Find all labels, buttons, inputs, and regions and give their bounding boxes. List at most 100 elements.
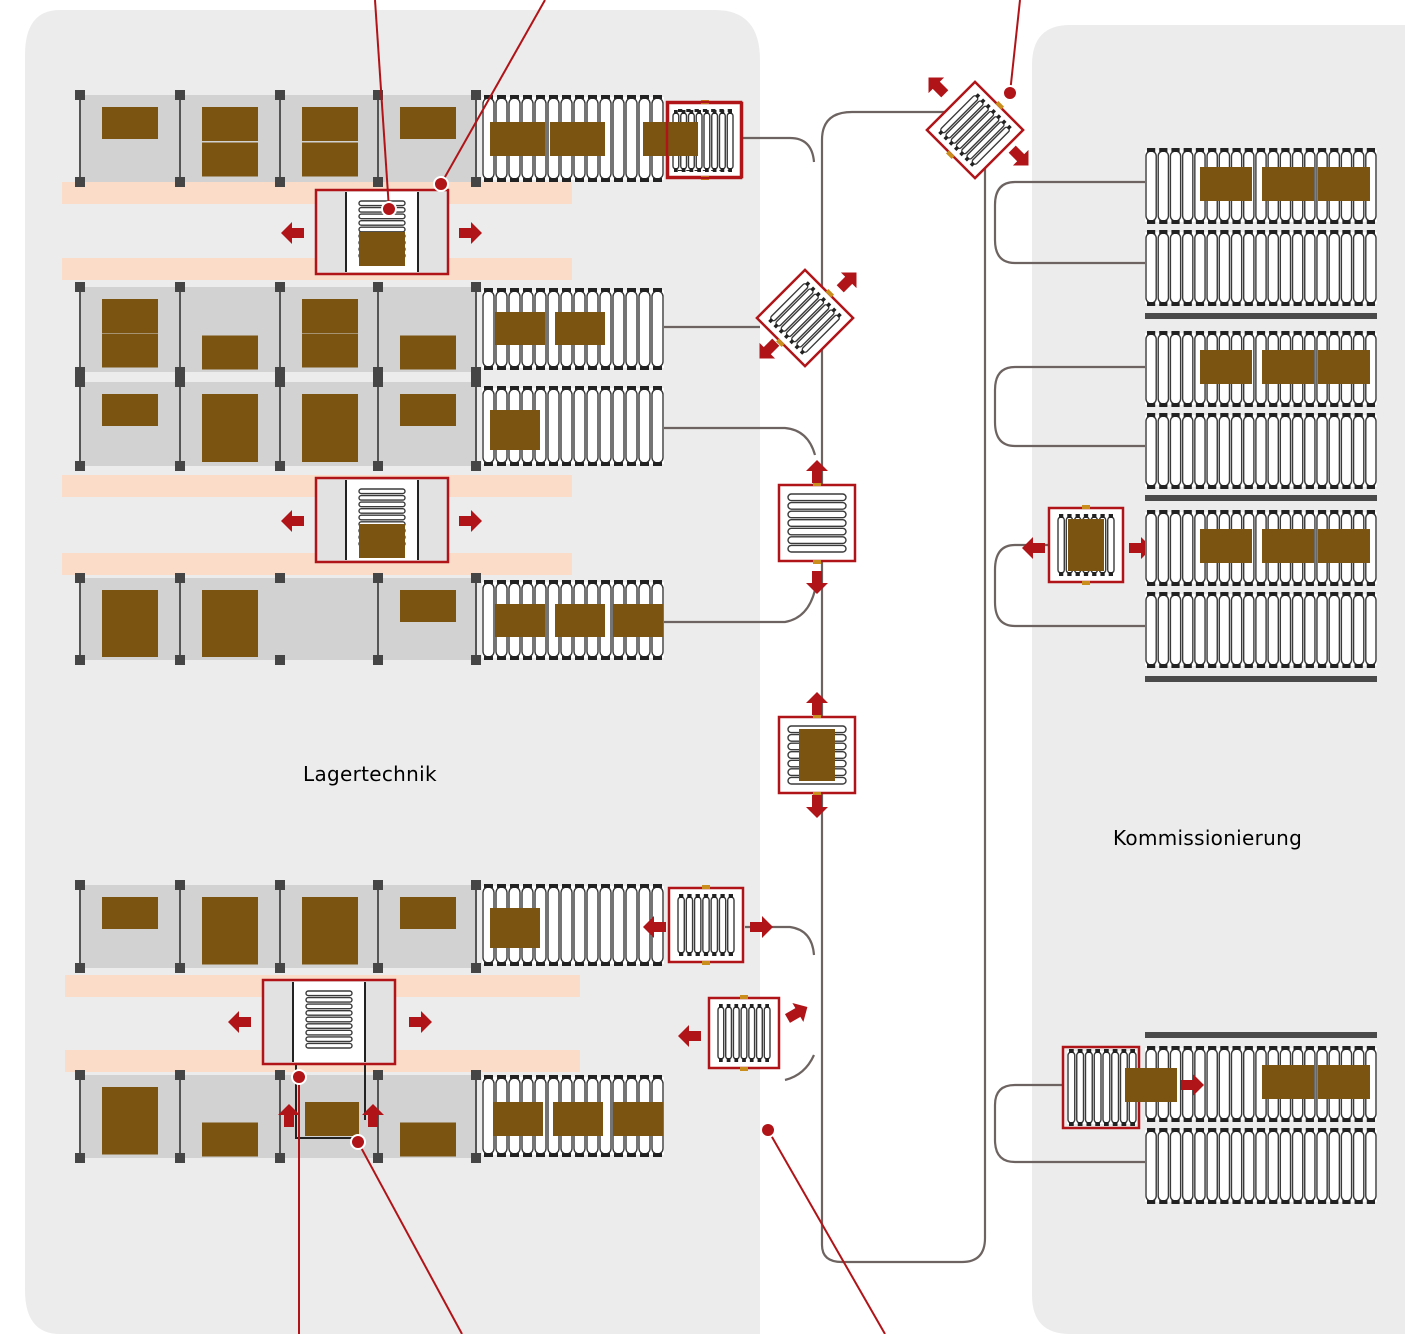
- roller-cap: [653, 178, 662, 182]
- roller-cap: [1183, 1118, 1192, 1122]
- roller-cap: [794, 344, 800, 350]
- roller-cap: [1171, 413, 1180, 417]
- roller-cap: [757, 1004, 762, 1008]
- roller-cap: [640, 580, 649, 584]
- pallet-box: [493, 1102, 543, 1136]
- roller-cap: [523, 580, 532, 584]
- roller: [1057, 516, 1065, 574]
- conveyor-track: [664, 426, 817, 456]
- pallet-box: [400, 394, 456, 426]
- roller: [1352, 232, 1365, 304]
- roller: [1157, 333, 1170, 405]
- roller: [1157, 1130, 1170, 1202]
- roller: [1206, 1130, 1218, 1202]
- roller-conveyor: [1145, 1128, 1377, 1204]
- roller: [1352, 594, 1365, 666]
- roller-cap: [627, 580, 636, 584]
- callout-dot-icon: [381, 201, 397, 217]
- roller-cap: [1317, 230, 1327, 234]
- roller: [1145, 512, 1157, 584]
- roller-cap: [1183, 1200, 1192, 1204]
- roller: [1145, 594, 1157, 666]
- roller-cap: [575, 178, 584, 182]
- rack-post: [75, 90, 85, 100]
- rack-post: [175, 90, 185, 100]
- roller-cap: [1317, 1046, 1327, 1050]
- storage-zone-label: Lagertechnik: [303, 762, 437, 786]
- rack-post: [75, 1070, 85, 1080]
- roller-cap: [1121, 1049, 1127, 1053]
- pallet-box: [302, 333, 358, 368]
- pallet-box: [490, 410, 540, 450]
- roller-cap: [1232, 220, 1241, 224]
- pallet-box: [1200, 350, 1252, 384]
- roller-cap: [1244, 582, 1253, 586]
- roller: [638, 290, 651, 368]
- roller-cap: [1366, 582, 1375, 586]
- roller-cap: [614, 462, 623, 466]
- roller-cap: [1244, 1200, 1253, 1204]
- pallet-box: [102, 1087, 158, 1121]
- rack-post: [471, 282, 481, 292]
- roller-cap: [996, 114, 1002, 120]
- roller-cap: [1281, 403, 1290, 407]
- roller-cap: [1281, 230, 1290, 234]
- roller: [787, 544, 847, 553]
- roller-cap: [1232, 1046, 1241, 1050]
- roller-cap: [805, 281, 811, 287]
- roller-cap: [1305, 592, 1314, 596]
- roller-conveyor: [677, 894, 735, 956]
- roller-cap: [765, 1058, 769, 1062]
- roller-cap: [1305, 1128, 1314, 1132]
- roller-cap: [627, 962, 636, 966]
- roller: [1316, 232, 1328, 304]
- conveyor-track: [993, 180, 1145, 265]
- transfer-pad: [813, 482, 821, 486]
- roller-cap: [510, 178, 519, 182]
- roller: [1169, 232, 1182, 304]
- pallet-box: [1200, 167, 1252, 201]
- roller-cap: [1183, 220, 1192, 224]
- arrow-icon-shape: [459, 222, 482, 244]
- rack-post: [471, 377, 481, 387]
- roller-cap: [1269, 220, 1278, 224]
- pallet-box: [1318, 529, 1370, 563]
- roller-cap: [1232, 148, 1241, 152]
- roller-cap: [799, 349, 805, 355]
- roller-cap: [1220, 302, 1229, 306]
- roller-cap: [1130, 1122, 1135, 1126]
- arrow-icon-shape: [281, 510, 304, 532]
- arrow-icon: [1008, 145, 1029, 166]
- roller-cap: [510, 1153, 519, 1157]
- roller-cap: [601, 580, 610, 584]
- roller-cap: [694, 109, 699, 113]
- roller: [358, 213, 406, 220]
- roller-cap: [588, 288, 597, 292]
- roller-cap: [826, 302, 832, 308]
- roller-cap: [523, 366, 532, 370]
- rack-post: [275, 461, 285, 471]
- roller-cap: [1244, 664, 1253, 668]
- roller-cap: [1183, 1046, 1192, 1050]
- roller-cap: [1159, 302, 1168, 306]
- conveyor-track: [993, 543, 1145, 628]
- roller-cap: [1171, 1200, 1180, 1204]
- roller: [1181, 594, 1194, 666]
- roller-cap: [1342, 485, 1351, 489]
- callout-dot-icon: [350, 1134, 366, 1150]
- roller-cap: [640, 178, 649, 182]
- arrow-icon: [806, 460, 828, 483]
- roller-cap: [1366, 413, 1375, 417]
- arrow-icon-shape: [806, 692, 828, 715]
- roller-conveyor: [305, 990, 353, 1049]
- roller-cap: [640, 366, 649, 370]
- roller: [1218, 594, 1231, 666]
- roller-cap: [601, 288, 610, 292]
- roller-cap: [1293, 1046, 1302, 1050]
- roller-cap: [1183, 148, 1192, 152]
- roller: [1291, 1130, 1304, 1202]
- roller-cap: [497, 962, 506, 966]
- rack-post: [175, 1153, 185, 1163]
- roller-cap: [1232, 413, 1241, 417]
- roller-cap: [697, 168, 701, 172]
